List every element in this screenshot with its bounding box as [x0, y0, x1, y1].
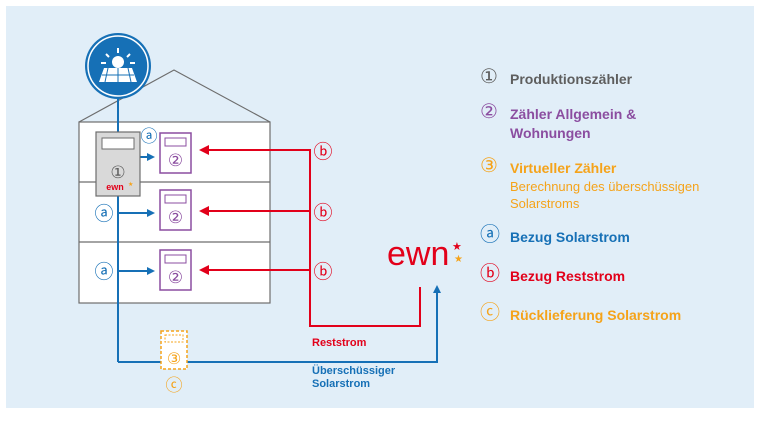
apartment-meter-2: ② — [159, 189, 192, 231]
residual-arrow-floor-1 — [199, 145, 209, 155]
legend-symbol: ② — [480, 101, 498, 123]
legend-item-general-meter: ② Zähler Allgemein & Wohnungen — [480, 101, 750, 143]
legend-title: Virtueller Zähler — [510, 160, 617, 176]
badge-b-floor-2: ⓑ — [313, 202, 332, 224]
legend-title: Bezug Solarstrom — [510, 229, 630, 245]
legend-title: Zähler Allgemein & — [510, 106, 637, 122]
production-meter: ① ewn ★ — [95, 131, 141, 197]
badge-a-floor-3: ⓐ — [94, 261, 113, 283]
residual-arrow-floor-2 — [199, 206, 209, 216]
meter-ewn-logo: ewn — [106, 182, 124, 192]
badge-b-floor-1: ⓑ — [313, 141, 332, 163]
legend-title: Rücklieferung Solarstrom — [510, 307, 682, 323]
legend-symbol: ⓐ — [480, 224, 500, 246]
badge-b-floor-3: ⓑ — [313, 261, 332, 283]
apartment-meter-1-number: ② — [168, 151, 183, 171]
virtual-meter: ③ — [160, 330, 188, 370]
legend-item-virtual-meter: ③ Virtueller Zähler Berechnung des übers… — [480, 155, 750, 212]
brand-star-red-icon: ★ — [452, 240, 462, 253]
surplus-return-line — [118, 285, 441, 363]
meter-logo-star-icon: ★ — [128, 181, 133, 188]
legend-symbol: ③ — [480, 155, 498, 177]
solar-panel-icon — [85, 33, 151, 99]
house-roof-outline — [78, 69, 271, 123]
legend-item-solar-supply: ⓐ Bezug Solarstrom — [480, 224, 750, 247]
legend-title: Produktionszähler — [510, 71, 633, 87]
surplus-label-line1: Überschüssiger — [312, 364, 396, 377]
legend-symbol: ① — [480, 66, 498, 88]
brand-star-yellow-icon: ★ — [454, 254, 463, 265]
legend-title-line2: Wohnungen — [510, 125, 591, 141]
ewn-brand-logo: ewn ★ ★ — [387, 235, 463, 273]
apartment-meter-1: ② — [159, 132, 192, 174]
residual-power-line — [207, 149, 421, 327]
legend-item-solar-feedback: ⓒ Rücklieferung Solarstrom — [480, 302, 750, 325]
reststrom-label: Reststrom — [312, 337, 367, 349]
badge-c: ⓒ — [166, 376, 183, 396]
legend-item-residual-supply: ⓑ Bezug Reststrom — [480, 263, 750, 286]
legend-title: Bezug Reststrom — [510, 268, 626, 284]
ewn-brand-text: ewn — [387, 235, 449, 273]
residual-arrow-floor-3 — [199, 265, 209, 275]
surplus-label-line2: Solarstrom — [312, 378, 370, 390]
apartment-meter-3-number: ② — [168, 268, 183, 288]
legend-subtitle-line2: Solarstroms — [510, 196, 580, 211]
apartment-meter-2-number: ② — [168, 208, 183, 228]
legend-symbol: ⓒ — [480, 302, 500, 324]
legend-symbol: ⓑ — [480, 263, 500, 285]
production-meter-number: ① — [110, 163, 125, 183]
virtual-meter-number: ③ — [167, 349, 181, 368]
legend-item-production-meter: ① Produktionszähler — [480, 66, 750, 89]
legend-subtitle: Berechnung des überschüssigen — [510, 179, 700, 194]
badge-a-floor-1: ⓐ — [141, 127, 158, 147]
apartment-meter-3: ② — [159, 249, 192, 291]
legend: ① Produktionszähler ② Zähler Allgemein &… — [480, 66, 750, 341]
badge-a-floor-2: ⓐ — [94, 203, 113, 225]
